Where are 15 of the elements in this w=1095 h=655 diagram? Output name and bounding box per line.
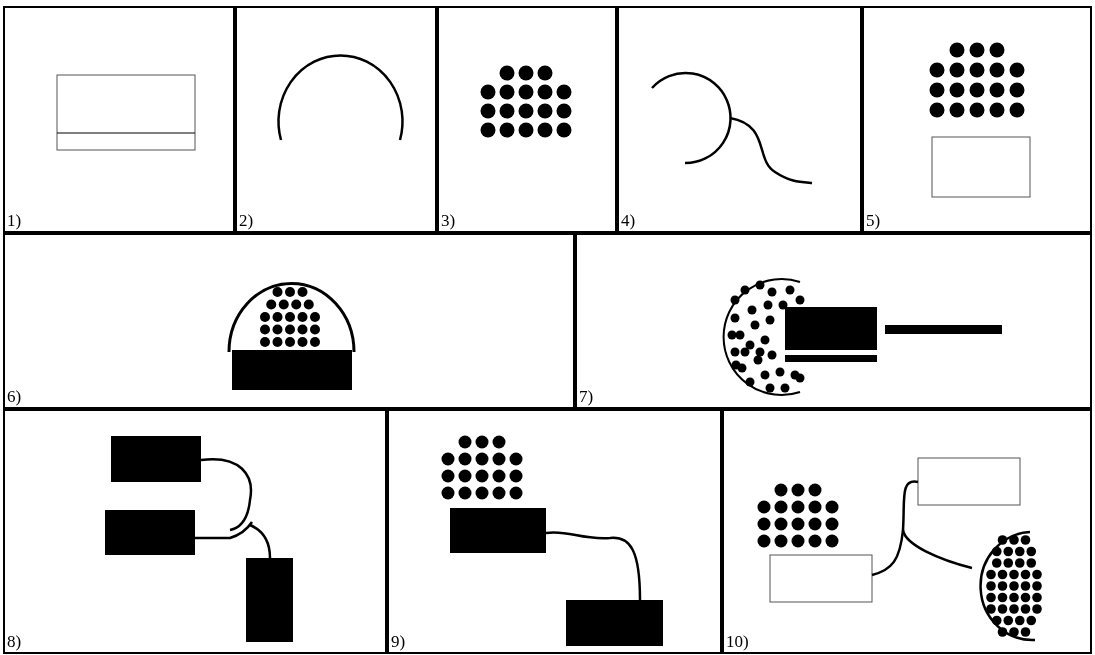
panel-frame [235, 6, 437, 233]
panel-number: 8) [7, 632, 22, 652]
panel-number: 5) [866, 211, 881, 231]
panel-number: 3) [441, 211, 456, 231]
panel-number: 2) [239, 211, 254, 231]
panel-number: 6) [7, 387, 22, 407]
panel-number: 4) [621, 211, 636, 231]
panel-frame [617, 6, 862, 233]
panel-frame [3, 233, 575, 409]
panel-frame [437, 6, 617, 233]
panel-number: 7) [579, 387, 594, 407]
panel-number: 9) [391, 632, 406, 652]
panel-number: 10) [726, 632, 749, 652]
panel-number: 1) [7, 211, 22, 231]
panel-frame [575, 233, 1092, 409]
